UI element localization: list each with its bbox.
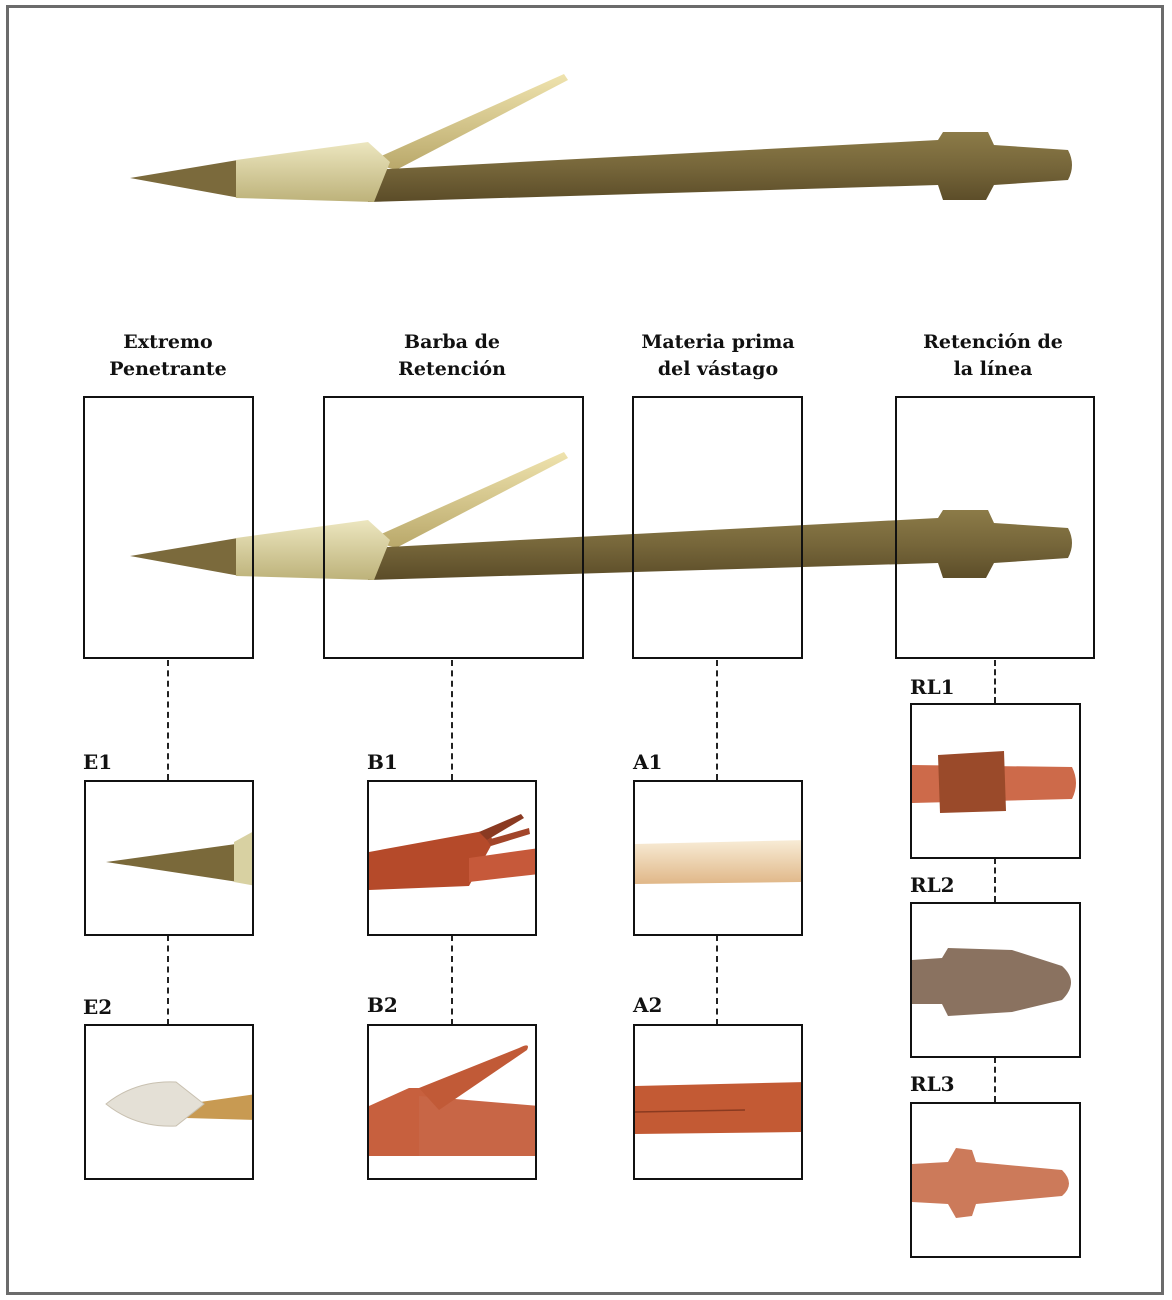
header-materia-prima: Materia prima del vástago [618,329,818,383]
detail-b2-image [367,1024,537,1180]
header-extremo-penetrante: Extremo Penetrante [88,329,248,383]
label-e2: E2 [83,995,112,1019]
detail-e1-image [84,780,254,936]
detail-rl1-image [910,703,1081,859]
header-retencion-de-la-linea: Retención de la línea [893,329,1093,383]
label-b2: B2 [367,993,398,1017]
region-box-materia [632,396,803,659]
header-barba-de-retencion: Barba de Retención [352,329,552,383]
label-e1: E1 [83,750,112,774]
connector-materia-2 [716,935,718,1025]
connector-extremo-1 [167,660,169,780]
connector-barba-1 [451,660,453,780]
connector-barba-2 [451,935,453,1025]
region-box-extremo [83,396,254,659]
detail-e2-image [84,1024,254,1180]
label-b1: B1 [367,750,398,774]
label-rl2: RL2 [910,873,955,897]
region-box-retencion [895,396,1095,659]
connector-retencion-1 [994,660,996,703]
region-box-barba [323,396,584,659]
connector-extremo-2 [167,935,169,1025]
connector-retencion-3 [994,1057,996,1102]
detail-rl3-image [910,1102,1081,1258]
connector-materia-1 [716,660,718,780]
label-rl1: RL1 [910,675,955,699]
label-rl3: RL3 [910,1072,955,1096]
connector-retencion-2 [994,858,996,902]
detail-b1-image [367,780,537,936]
detail-a2-image [633,1024,803,1180]
detail-a1-image [633,780,803,936]
label-a1: A1 [633,750,662,774]
label-a2: A2 [633,993,662,1017]
detail-rl2-image [910,902,1081,1058]
harpoon-overview-image [128,70,1080,210]
